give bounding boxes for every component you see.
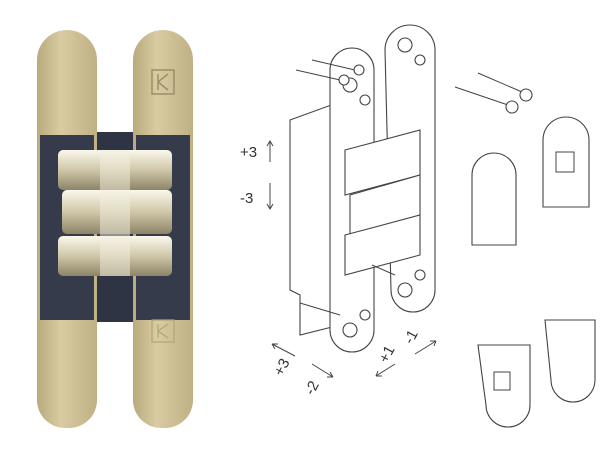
hinge-photo bbox=[37, 30, 193, 428]
screw-icon bbox=[295, 69, 350, 86]
label-depth-minus: -2 bbox=[302, 378, 323, 398]
cover-cap bbox=[544, 319, 596, 403]
screw-icon bbox=[454, 86, 519, 114]
arrow-icon bbox=[271, 343, 296, 357]
label-vertical-down: -3 bbox=[240, 190, 253, 207]
arrow-up-icon bbox=[266, 140, 274, 162]
label-vertical-up: +3 bbox=[240, 144, 257, 161]
screw-icon bbox=[311, 59, 365, 76]
arrow-icon bbox=[375, 363, 396, 377]
label-lateral-plus: +1 bbox=[376, 343, 399, 366]
arrow-icon bbox=[414, 340, 437, 355]
arrow-down-icon bbox=[266, 183, 274, 210]
label-lateral-minus: -1 bbox=[401, 327, 422, 347]
hinge-diagram bbox=[289, 24, 596, 428]
screw-icon bbox=[477, 72, 533, 102]
screw-icon bbox=[299, 302, 341, 316]
arrow-icon bbox=[311, 363, 334, 378]
logo-icon bbox=[151, 69, 175, 95]
logo-icon bbox=[151, 319, 175, 343]
label-depth-plus: +3 bbox=[271, 356, 294, 379]
cover-cap bbox=[471, 152, 517, 246]
cover-cap bbox=[477, 344, 531, 428]
cover-cap bbox=[542, 116, 590, 208]
screw-icon bbox=[371, 264, 396, 276]
